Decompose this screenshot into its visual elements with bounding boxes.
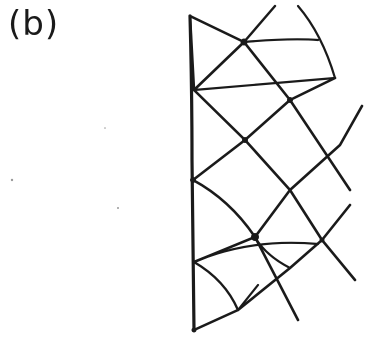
grid-line <box>193 78 335 180</box>
grid-line <box>244 42 350 190</box>
paper-speck <box>104 127 106 129</box>
junction-dot <box>320 238 325 243</box>
paper-speck <box>11 179 13 181</box>
grid-line <box>298 6 335 78</box>
junction-dot <box>287 97 293 103</box>
grid-line <box>244 6 275 42</box>
junction-dot <box>251 233 259 241</box>
grid-line <box>194 262 238 310</box>
junction-dot <box>192 328 197 333</box>
junction-dot <box>241 39 248 46</box>
paper-speck <box>117 207 119 209</box>
junction-dot <box>190 177 196 183</box>
grid-line <box>255 237 290 268</box>
grid-line <box>244 39 318 42</box>
junction-dot <box>242 137 248 143</box>
grid-line <box>190 16 244 90</box>
grid-line <box>194 106 362 262</box>
